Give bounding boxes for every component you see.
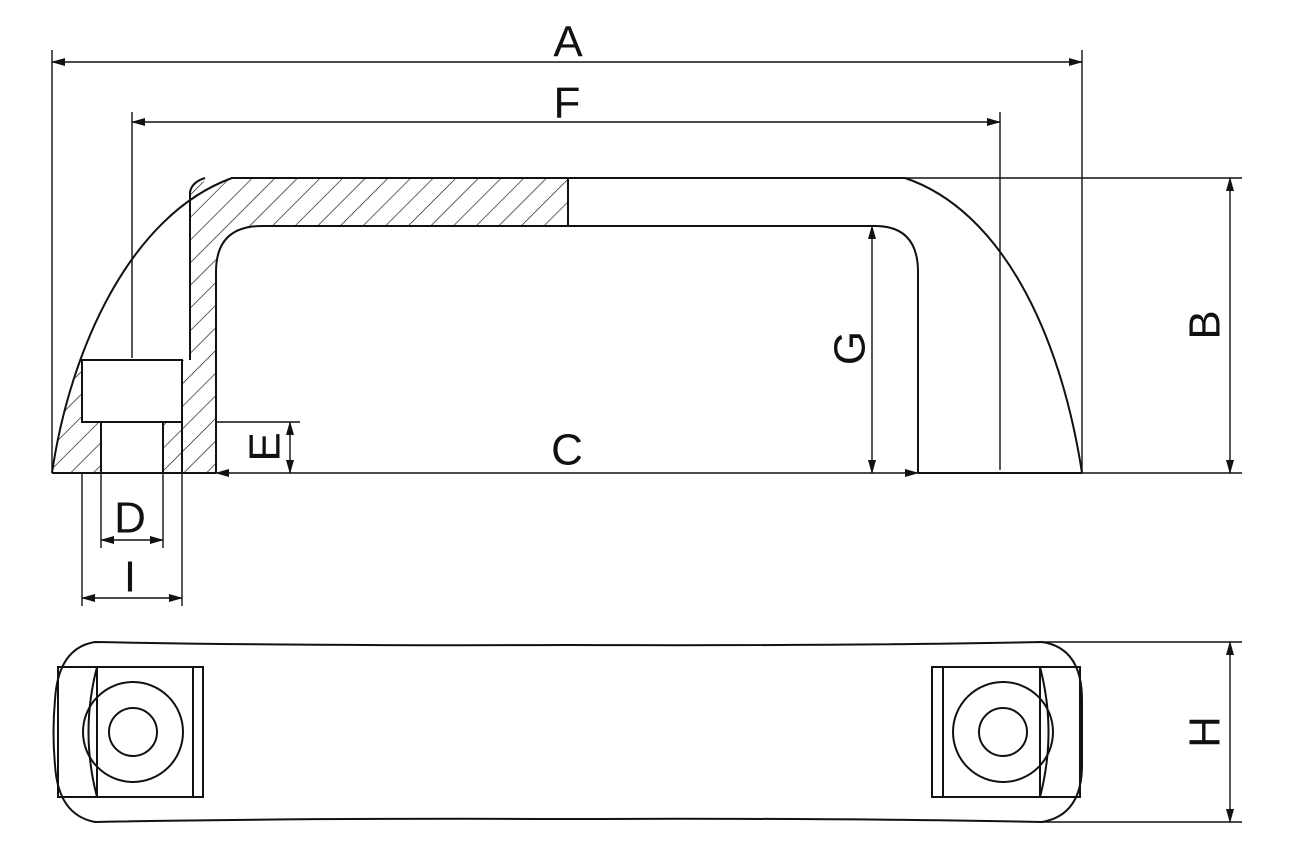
label-f: F [554,79,581,128]
label-g: G [826,331,875,365]
right-mount-boss [931,666,1081,798]
bore-hole [100,422,183,473]
hole-circle [978,707,1028,757]
side-view: A F C D I E G B [51,18,1242,606]
label-c: C [551,426,583,475]
section-hatch [163,178,568,473]
counterbore [81,359,183,423]
hole-circle [108,707,158,757]
label-h: H [1181,716,1230,748]
label-b: B [1181,310,1230,339]
section-boundary [189,177,569,360]
top-view: H [52,640,1242,824]
extension-lines [51,50,1242,606]
label-i: I [124,553,136,602]
section-hatch-left [52,360,101,473]
label-e: E [241,432,290,461]
extension-lines-h [1042,641,1242,823]
top-outline [52,640,1083,824]
counterbore-circle [952,681,1054,783]
inner-profile [215,225,919,473]
label-d: D [114,494,146,543]
label-a: A [553,18,583,67]
left-mount-boss [57,666,204,798]
counterbore-circle [82,681,184,783]
